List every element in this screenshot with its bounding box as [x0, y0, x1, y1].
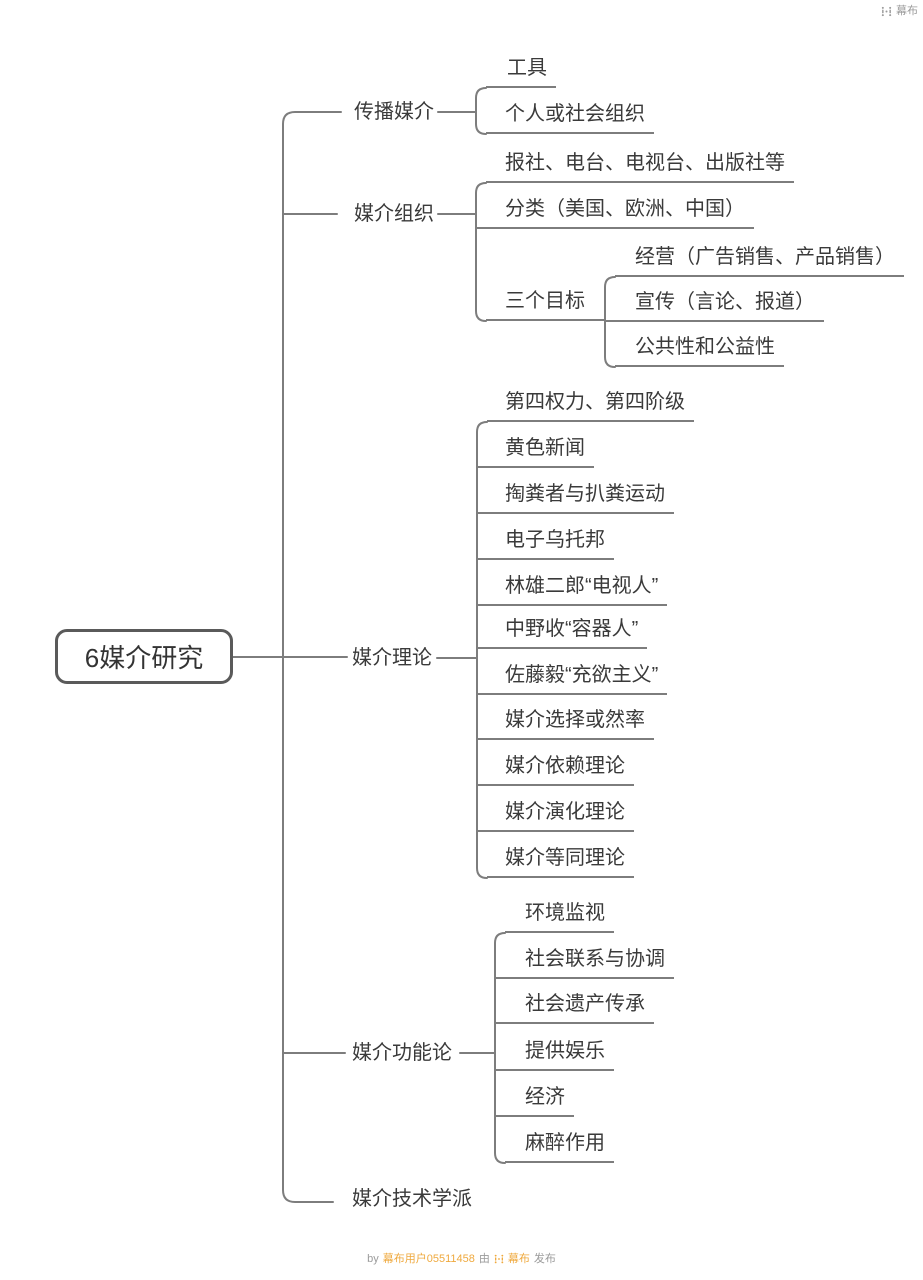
node-narcotic-effect: 麻醉作用: [505, 1131, 614, 1163]
footer-user-link[interactable]: 幕布用户05511458: [382, 1253, 475, 1265]
branch-media-theory: 媒介理论: [352, 647, 432, 669]
node-desire-filling-doctrine: 佐藤毅“充欲主义”: [477, 663, 668, 695]
node-container-man: 中野收“容器人”: [477, 617, 648, 649]
node-press-radio-tv-publisher: 报社、电台、电视台、出版社等: [486, 151, 794, 183]
node-economy: 经济: [495, 1085, 574, 1117]
branch-media-technology-school: 媒介技术学派: [352, 1188, 472, 1210]
node-propaganda-speech-report: 宣传（言论、报道）: [605, 290, 824, 322]
node-electronic-utopia: 电子乌托邦: [477, 528, 614, 560]
node-tv-man: 林雄二郎“电视人”: [477, 574, 668, 606]
publish-watermark: by 幕布用户05511458 由 幕布 发布: [0, 1252, 923, 1266]
footer-by-label: by: [367, 1253, 379, 1265]
footer-via-label: 由: [478, 1253, 490, 1265]
spine-line: [282, 111, 342, 1203]
bracket-communication-media: [475, 87, 487, 135]
footer-publish-label: 发布: [533, 1253, 556, 1265]
brand-name: 幕布: [896, 5, 918, 17]
node-public-nature: 公共性和公益性: [615, 335, 784, 367]
node-media-dependency-theory: 媒介依赖理论: [477, 754, 634, 786]
node-tools: 工具: [486, 56, 556, 88]
node-media-equation-theory: 媒介等同理论: [487, 846, 634, 878]
node-yellow-journalism: 黄色新闻: [477, 436, 594, 468]
bracket-media-function: [494, 932, 506, 1164]
node-classification-us-europe-china: 分类（美国、欧洲、中国）: [476, 197, 754, 229]
node-media-selection-probability: 媒介选择或然率: [477, 708, 654, 740]
node-environment-surveillance: 环境监视: [505, 901, 614, 933]
bracket-media-theory: [476, 421, 488, 879]
branch-media-organization: 媒介组织: [354, 203, 434, 225]
branch-media-function: 媒介功能论: [352, 1042, 452, 1064]
node-three-goals: 三个目标: [486, 289, 605, 321]
node-social-coordination: 社会联系与协调: [495, 947, 674, 979]
branch-communication-media: 传播媒介: [354, 101, 434, 123]
node-media-evolution-theory: 媒介演化理论: [477, 800, 634, 832]
bracket-three-goals: [604, 276, 616, 368]
node-entertainment: 提供娱乐: [495, 1039, 614, 1071]
node-muckraking-movement: 掏粪者与扒粪运动: [477, 482, 674, 514]
footer-brand-link[interactable]: 幕布: [507, 1253, 530, 1265]
node-person-or-social-org: 个人或社会组织: [486, 102, 654, 134]
node-social-heritage: 社会遗产传承: [495, 992, 654, 1024]
root-node-label: 6媒介研究: [84, 643, 204, 673]
root-node: 6媒介研究: [55, 629, 233, 684]
node-fourth-power-fourth-estate: 第四权力、第四阶级: [487, 390, 694, 422]
brand-watermark[interactable]: 幕布: [881, 5, 918, 18]
mubu-logo-icon-small: [494, 1254, 504, 1264]
mubu-logo-icon: [881, 6, 892, 17]
bracket-media-organization: [475, 182, 487, 322]
node-operation-ad-product-sales: 经营（广告销售、产品销售）: [615, 245, 904, 277]
